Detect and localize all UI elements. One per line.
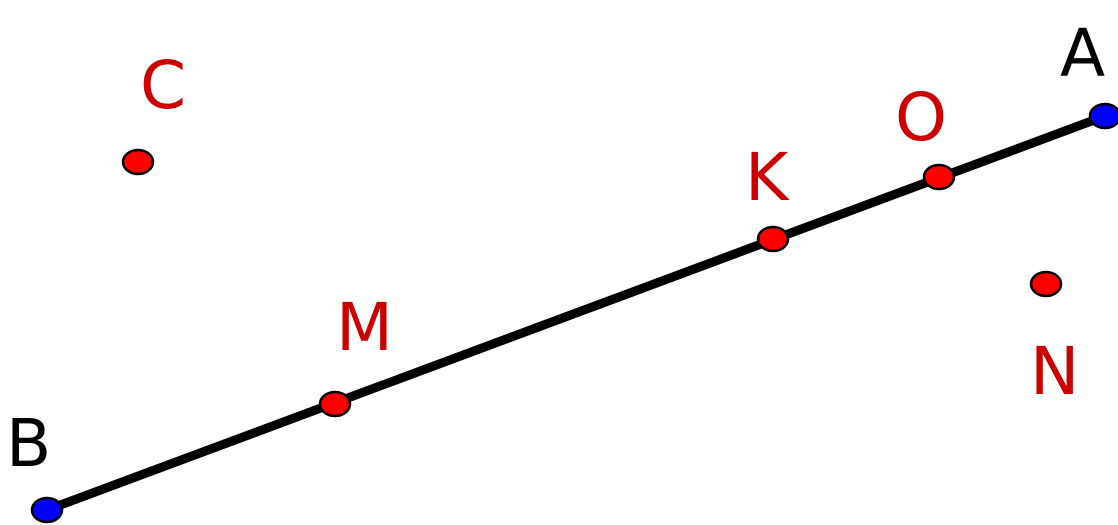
point-n xyxy=(1029,270,1063,298)
label-n: N xyxy=(1030,333,1079,410)
point-c xyxy=(121,148,155,176)
label-b: B xyxy=(6,405,51,482)
label-a: A xyxy=(1060,15,1105,92)
point-m xyxy=(318,390,352,418)
point-b xyxy=(30,496,64,524)
label-o: O xyxy=(895,79,947,156)
label-m: M xyxy=(336,289,393,366)
point-k xyxy=(756,225,790,253)
label-c: C xyxy=(140,47,186,124)
label-k: K xyxy=(745,139,790,216)
point-o xyxy=(922,163,956,191)
point-a xyxy=(1088,102,1118,130)
